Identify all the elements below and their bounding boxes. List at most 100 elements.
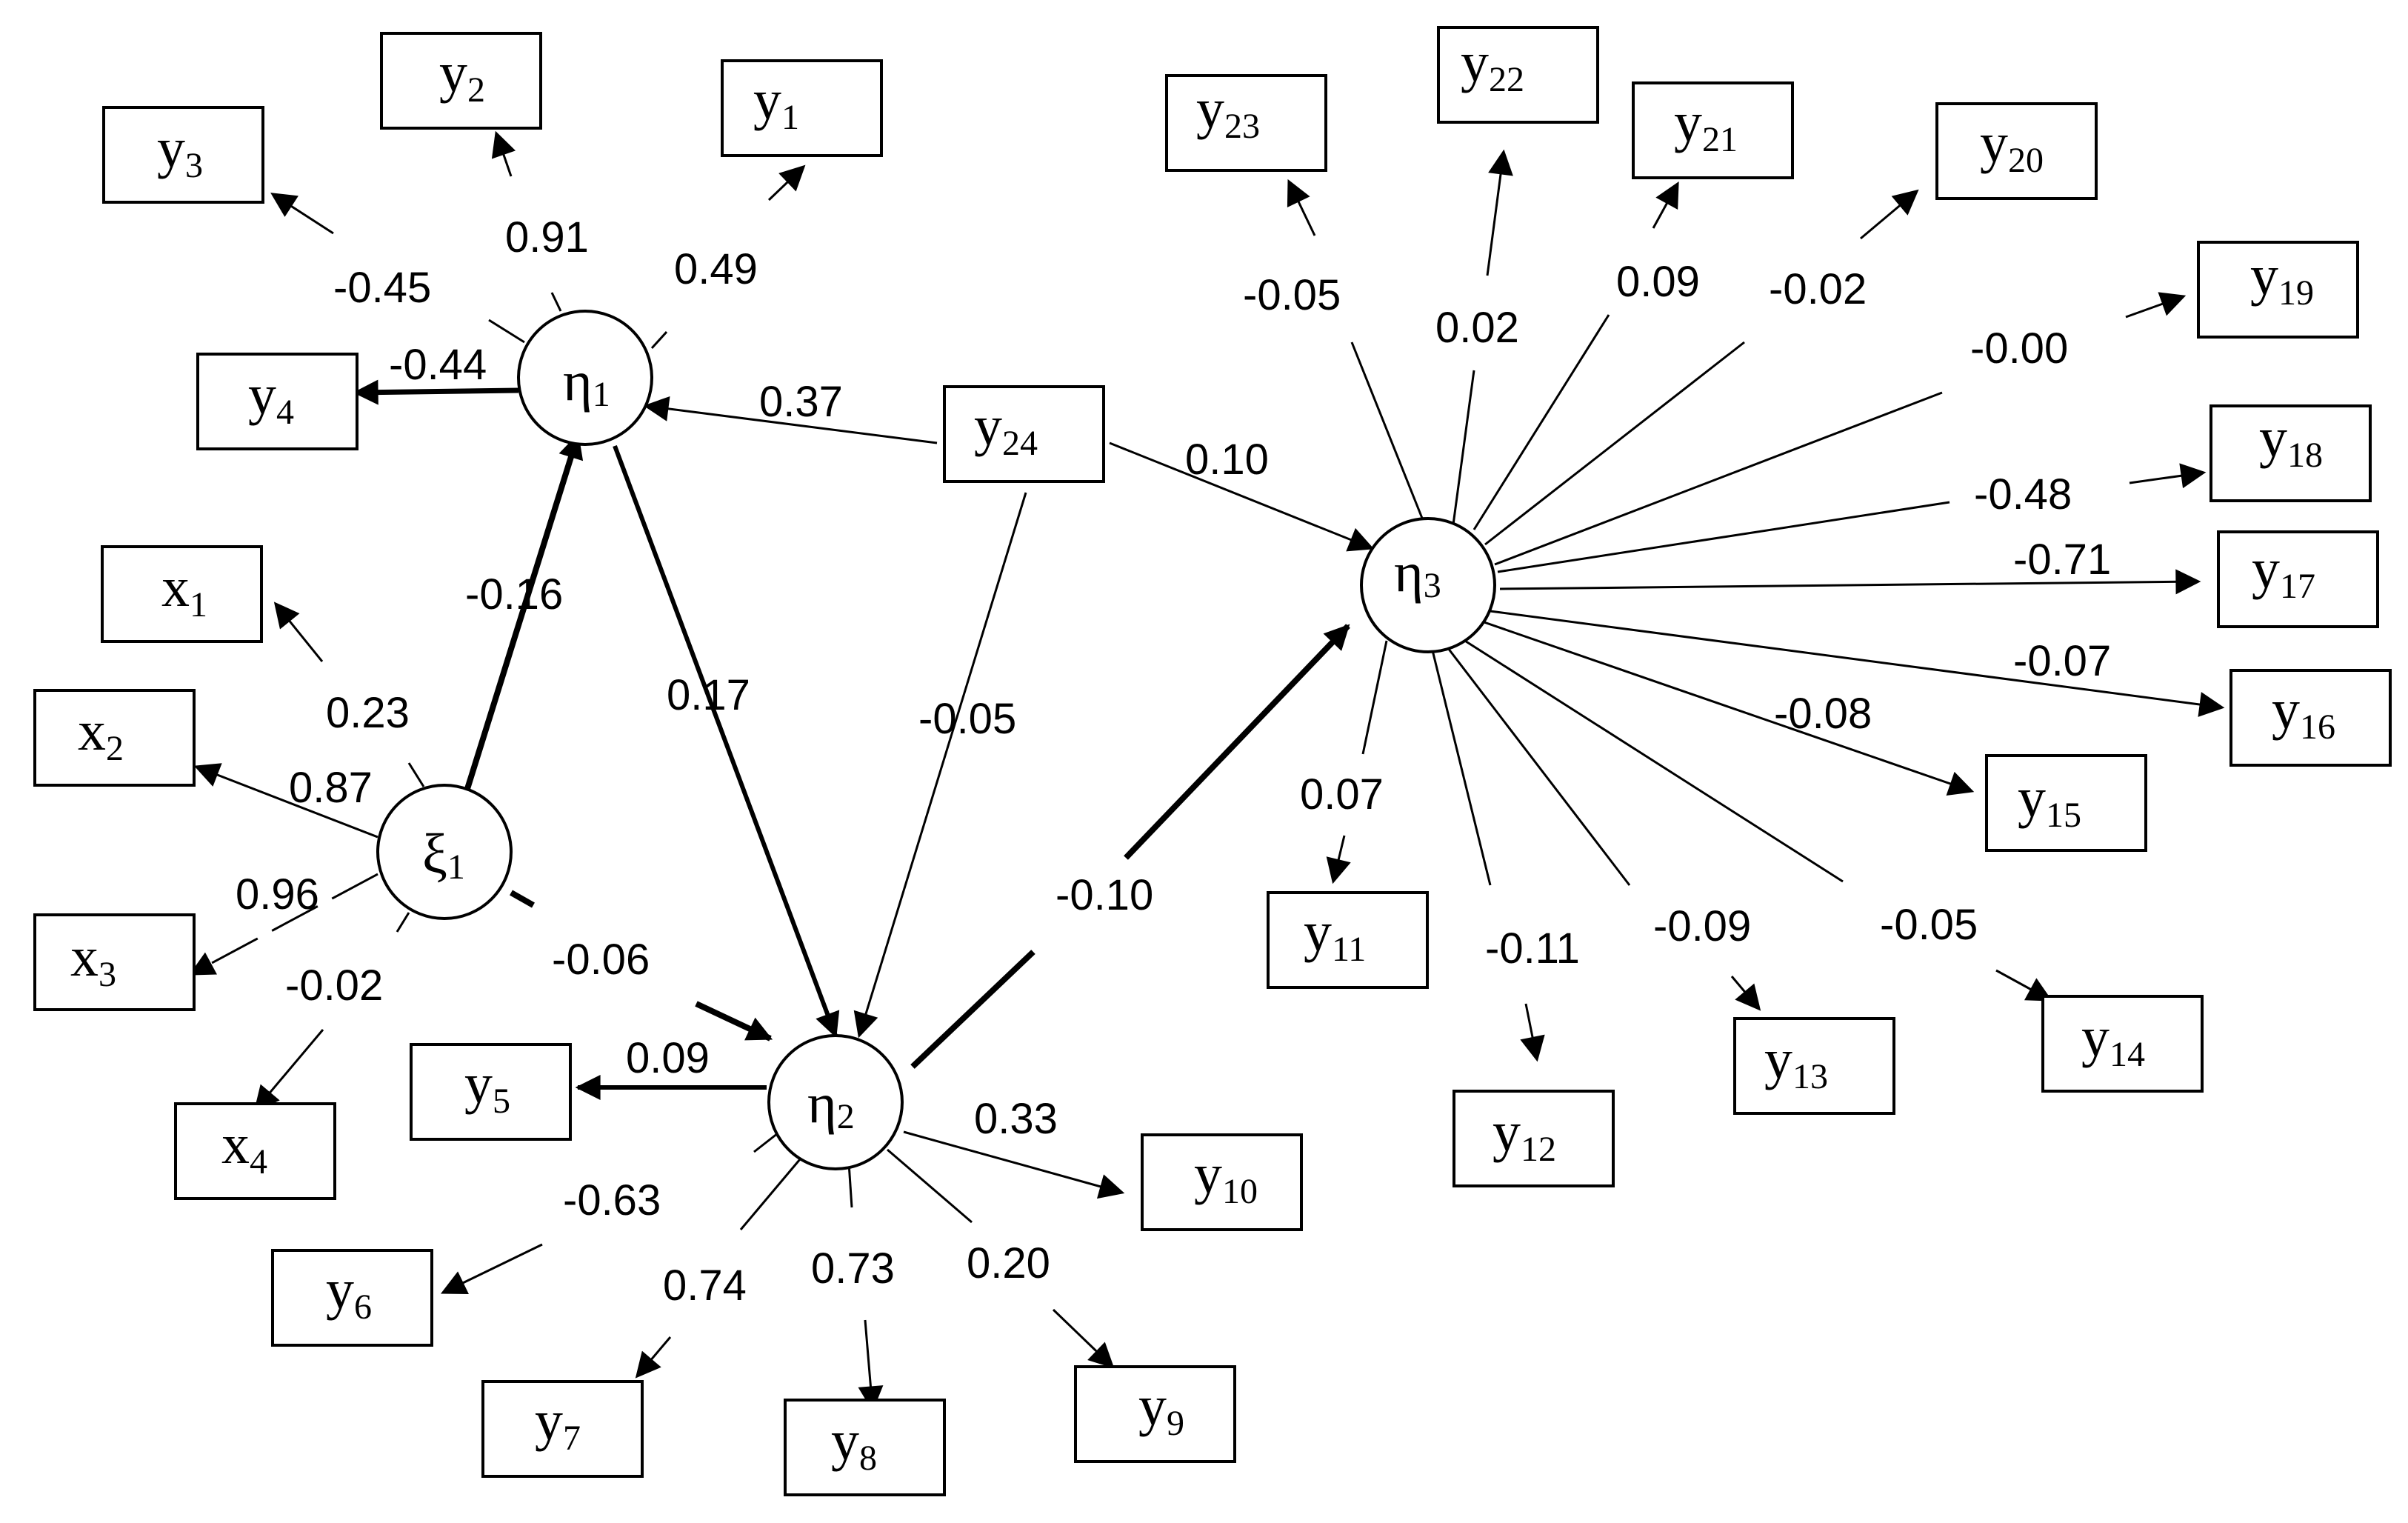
edge-eta3-y20-a [1484,341,1745,546]
arrow-eta1-y3 [270,193,334,235]
path-label-xi1-eta1: -0.16 [465,570,563,619]
path-xi1-eta2-b [695,1001,773,1042]
latent-xi1: ξ1 [376,784,513,920]
edge-xi1-x3 [189,873,378,976]
loading-eta3-y13: -0.09 [1653,902,1751,950]
loading-eta3-y16: -0.07 [2013,637,2111,685]
loading-eta2-y10: 0.33 [974,1095,1058,1143]
edge-xi1-x4 [253,1029,324,1112]
loading-eta2-y7: 0.74 [663,1262,747,1310]
edge-eta3-y21-b [1652,181,1679,229]
loading-eta2-y9: 0.20 [967,1239,1050,1287]
path-xi1-eta2-a [510,890,535,908]
variable-box-y4: y4 [196,353,358,450]
svg-text:η2: η2 [807,1073,855,1136]
loading-xi1-x2: 0.87 [289,764,373,812]
edge-eta3-y23-b [1287,179,1316,236]
edge-eta2-y6 [440,1243,543,1294]
svg-text:y21: y21 [1674,91,1738,159]
variable-box-y7: y7 [481,1380,644,1478]
path-label-y24-eta2: -0.05 [918,695,1016,743]
svg-text:x1: x1 [161,556,207,624]
edge-xi1-x4-tick [396,912,410,933]
edge-eta1-y4 [353,379,519,405]
loading-xi1-x1: 0.23 [326,689,410,737]
path-xi1-eta1 [464,433,584,793]
edge-eta2-y9-b [1052,1308,1115,1369]
edge-eta2-y9-a [887,1148,973,1224]
svg-text:y2: y2 [439,41,485,110]
svg-text:x3: x3 [70,926,116,994]
variable-box-y18: y18 [2209,404,2372,502]
svg-text:y3: y3 [157,117,203,185]
path-label-eta2-eta3: -0.10 [1055,871,1153,919]
svg-text:x4: x4 [221,1113,267,1182]
edge-eta2-y6-tick [753,1132,778,1153]
variable-box-x1: x1 [101,545,263,643]
edge-eta3-y17 [1499,569,2201,595]
edge-eta3-y14-a [1453,632,1844,883]
path-y24-eta1 [643,396,938,444]
path-y24-eta3 [1109,441,1375,552]
path-eta2-eta3-b [1124,624,1350,860]
path-label-eta1-eta2: 0.17 [667,671,750,719]
variable-box-y13: y13 [1733,1017,1895,1115]
edge-xi1-x1 [273,601,324,662]
variable-box-y11: y11 [1267,891,1429,989]
loading-eta2-y5: 0.09 [626,1034,710,1082]
loading-eta1-y4: -0.44 [389,341,487,389]
loading-eta3-y17: -0.71 [2013,536,2111,584]
latent-eta3: η3 [1360,517,1496,653]
variable-box-y8: y8 [784,1399,946,1496]
edge-eta3-y12-a [1430,644,1492,886]
loading-eta3-y12: -0.11 [1485,924,1580,973]
variable-box-x4: x4 [174,1102,336,1200]
edge-eta3-y18-a [1497,501,1950,573]
path-eta2-eta3-a [910,950,1035,1069]
coefficients: 0.49 0.91 -0.45 -0.44 0.23 0.87 0.96 -0.… [236,213,2111,1310]
svg-text:y13: y13 [1764,1028,1828,1096]
variable-box-y23: y23 [1165,74,1327,172]
svg-text:x2: x2 [78,700,124,768]
variable-box-y9: y9 [1074,1365,1236,1463]
variable-box-y6: y6 [271,1249,433,1347]
loading-eta3-y19: -0.00 [1970,324,2068,373]
edge-eta1-y3 [488,319,525,344]
path-eta1-eta2 [613,444,840,1039]
edge-eta3-y18-b [2129,463,2207,489]
edge-eta2-y8-b [858,1319,884,1412]
edge-xi1-x1-tick [407,762,425,787]
edge-eta3-y22-a [1452,370,1475,525]
edge-eta3-y19-b [2125,292,2187,319]
loading-eta3-y21: 0.09 [1616,258,1700,306]
svg-text:y23: y23 [1196,78,1260,146]
edge-eta3-y16 [1490,610,2225,717]
svg-text:y9: y9 [1138,1375,1184,1443]
latent-eta1: η1 [517,310,653,446]
svg-text:η1: η1 [563,350,610,414]
edge-eta3-y12-b [1520,1003,1545,1062]
variable-box-y17: y17 [2217,530,2379,628]
edge-eta3-y23-a [1350,341,1427,528]
variable-box-y22: y22 [1437,26,1599,124]
loading-eta2-y6: -0.63 [563,1176,661,1224]
svg-text:y7: y7 [535,1390,581,1458]
svg-text:y22: y22 [1461,31,1524,99]
svg-text:y17: y17 [2252,538,2315,606]
edge-eta3-y11-b [1326,835,1351,884]
variable-box-y15: y15 [1985,754,2147,852]
path-label-y24-eta1: 0.37 [759,378,843,426]
latent-eta2: η2 [767,1034,904,1170]
edge-eta3-y19-a [1494,391,1943,566]
variable-box-x2: x2 [33,689,196,787]
variable-box-y2: y2 [380,32,542,130]
svg-text:y6: y6 [326,1259,372,1327]
loading-xi1-x4: -0.02 [285,962,383,1010]
loading-eta3-y23: -0.05 [1243,271,1341,319]
loading-eta3-y18: -0.48 [1974,470,2072,519]
svg-text:y19: y19 [2250,244,2314,313]
edge-eta3-y20-b [1860,189,1919,240]
edge-eta2-y7-b [635,1336,672,1379]
edge-eta1-y2 [550,292,562,312]
svg-text:y11: y11 [1304,901,1366,969]
